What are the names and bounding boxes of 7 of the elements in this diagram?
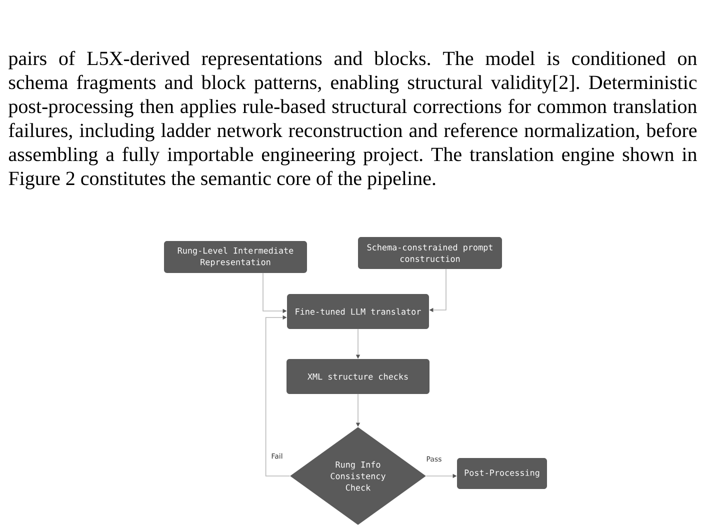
arrow (265, 315, 290, 476)
process-box: Fine-tuned LLM translator (287, 294, 429, 329)
process-box: Schema-constrained prompt construction (358, 237, 502, 269)
process-box: XML structure checks (286, 358, 430, 394)
process-box: Post-Processing (457, 458, 547, 489)
process-box: Rung-Level Intermediate Representation (164, 241, 307, 273)
paragraph: pairs of L5X-derived representations and blocks. The model is conditioned on schema fragments and block patterns, enabling structural validity[2]. Deterministic post-processing then applies rule-based structural corrections for common translation failures, including ladder network reconstruction and reference normalization, before assembling a fully importable engineering project. The translation engine shown in Figure 2 constitutes the semantic core of the pipeline. (8, 50, 697, 190)
